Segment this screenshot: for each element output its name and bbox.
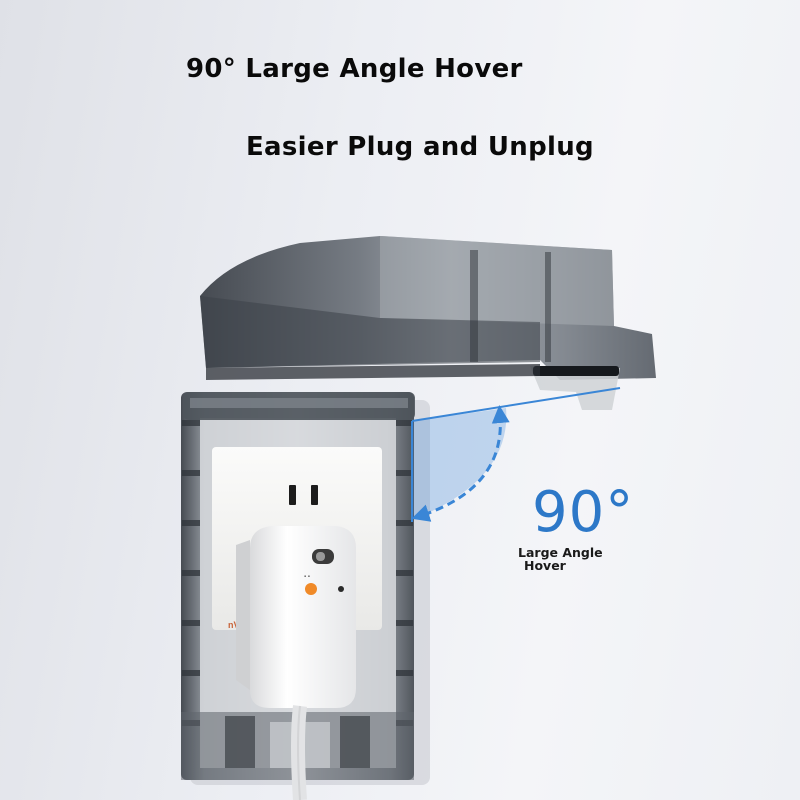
angle-caption-line1: Large Angle [518,545,603,560]
angle-indicator [411,387,621,522]
angle-caption-line2: Hover [524,558,566,573]
angle-value-label: 90° [532,480,635,545]
plug-adapter: ▪ ▪ [236,526,356,708]
angle-caption: Large Angle Hover [518,546,618,572]
headline-large-angle: 90° Large Angle Hover [186,54,523,84]
open-lid [200,236,656,410]
svg-text:▪ ▪: ▪ ▪ [304,574,310,580]
headline-easier-plug: Easier Plug and Unplug [246,132,594,162]
